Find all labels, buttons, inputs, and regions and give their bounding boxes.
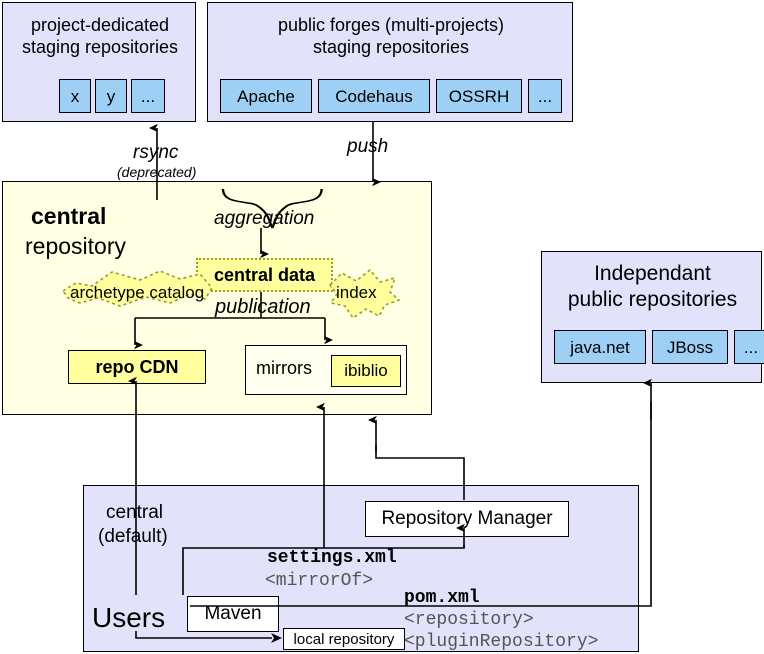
staging-chip-y[interactable]: y	[95, 79, 127, 113]
public-forges-title-line2: staging repositories	[312, 37, 470, 57]
rsync-edge-label: rsync	[133, 142, 179, 163]
maven-box[interactable]: Maven	[187, 596, 279, 632]
push-edge-label: push	[347, 136, 389, 157]
forge-chip-codehaus[interactable]: Codehaus	[318, 79, 430, 113]
maven-label: Maven	[204, 603, 262, 624]
central-data-box: central data	[196, 258, 333, 292]
mirror-of-label: <mirrorOf>	[265, 571, 374, 591]
forge-chip-apache[interactable]: Apache	[220, 79, 312, 113]
panel-project-staging-repositories: project-dedicated staging repositories x…	[2, 2, 196, 122]
independant-chip-javanet[interactable]: java.net	[554, 330, 646, 364]
local-repository-label: local repository	[293, 630, 395, 648]
repository-manager-box[interactable]: Repository Manager	[365, 501, 569, 537]
publication-edge-label: publication	[215, 296, 311, 318]
independant-title-line1: Independant	[594, 262, 711, 285]
panel-users: Users central (default) Repository Manag…	[83, 485, 639, 652]
index-label: index	[336, 283, 377, 302]
repository-manager-label: Repository Manager	[381, 508, 553, 529]
staging-chip-x[interactable]: x	[59, 79, 91, 113]
independant-chip-more[interactable]: ...	[734, 330, 764, 364]
pom-xml-label: pom.xml	[404, 588, 480, 608]
independant-chip-jboss[interactable]: JBoss	[652, 330, 728, 364]
central-data-label: central data	[213, 264, 316, 285]
panel-independant-public-repositories: Independant public repositories java.net…	[541, 251, 764, 383]
central-default-line2: (default)	[98, 526, 168, 547]
central-default-line1: central	[106, 502, 164, 523]
aggregation-edge-label: aggregation	[214, 208, 315, 229]
ibiblio-label: ibiblio	[344, 361, 388, 380]
central-repository-title-bold: central	[31, 203, 107, 229]
forge-chip-ossrh[interactable]: OSSRH	[436, 79, 522, 113]
mirrors-box[interactable]: mirrors ibiblio	[245, 345, 407, 395]
users-panel-label: Users	[92, 602, 166, 633]
forge-chip-more[interactable]: ...	[528, 79, 562, 113]
local-repository-box[interactable]: local repository	[283, 628, 405, 650]
ibiblio-box[interactable]: ibiblio	[331, 355, 401, 387]
repo-cdn-label: repo CDN	[95, 356, 179, 377]
repository-tag-label: <repository>	[404, 610, 534, 630]
settings-xml-label: settings.xml	[267, 548, 397, 568]
central-repository-title-rest: repository	[25, 233, 126, 259]
repo-cdn-box[interactable]: repo CDN	[68, 350, 206, 384]
panel-public-forges-staging-repositories: public forges (multi-projects) staging r…	[207, 2, 573, 122]
project-staging-title-line1: project-dedicated	[30, 15, 170, 35]
independant-title-line2: public repositories	[567, 288, 738, 311]
mirrors-label: mirrors	[256, 358, 312, 378]
project-staging-title-line2: staging repositories	[21, 37, 179, 57]
archetype-catalog-label: archetype catalog	[70, 283, 205, 302]
plugin-repository-tag-label: <pluginRepository>	[404, 632, 599, 652]
rsync-deprecated-note: (deprecated)	[117, 164, 197, 180]
staging-chip-more[interactable]: ...	[131, 79, 165, 113]
public-forges-title-line1: public forges (multi-projects)	[277, 15, 505, 35]
